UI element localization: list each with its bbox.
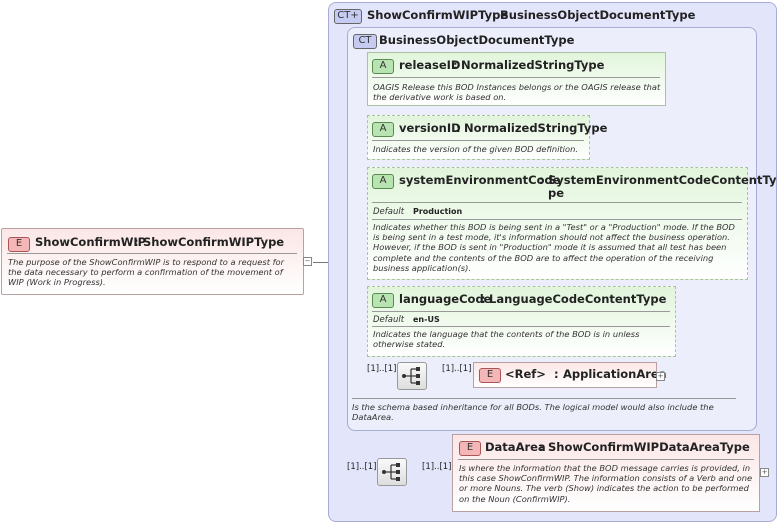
attribute-type: LanguageCodeContentType [489,292,667,306]
attribute-description: Indicates whether this BOD is being sent… [373,222,735,273]
complex-type-badge: CT [353,34,377,49]
attribute-name: releaseID [399,58,461,72]
default-value: Production [413,207,463,216]
attribute-name: systemEnvironmentCode [399,173,561,187]
attribute-divider [372,202,742,203]
element-badge: E [479,368,501,383]
attribute-type-line2: pe [548,186,565,200]
root-element-name: ShowConfirmWIP [35,235,147,249]
sequence-occurrence: [1]..[1] [367,364,397,374]
attribute-sep: : [481,292,486,306]
attribute-name: versionID [399,121,461,135]
root-element-box[interactable]: E ShowConfirmWIP : ShowConfirmWIPType Th… [1,228,304,295]
element-name: ApplicationArea [563,367,667,381]
complex-type-badge-text: CT [337,10,351,21]
outer-type-sep: : [492,8,497,22]
outer-type-base: BusinessObjectDocumentType [500,8,696,22]
element-type: ShowConfirmWIPDataAreaType [548,440,750,454]
attribute-sep: : [539,173,544,187]
attribute-divider [372,140,584,141]
attribute-divider-2 [372,326,670,327]
attribute-badge: A [372,293,394,308]
attribute-box-systemEnvironmentCode[interactable]: A systemEnvironmentCode : SystemEnvironm… [367,167,776,280]
element-badge: E [459,441,481,456]
element-sep: : [539,440,544,454]
attribute-sep: : [453,58,458,72]
attribute-sep: : [456,121,461,135]
attribute-type-line1: SystemEnvironmentCodeContentTy [548,173,777,187]
element-badge: E [8,237,30,252]
attribute-type: NormalizedStringType [464,121,608,135]
inner-type-name: BusinessObjectDocumentType [379,33,575,47]
default-label: Default [373,315,405,325]
element-occurrence: [1]..[1] [442,364,472,374]
attribute-type: NormalizedStringType [461,58,605,72]
attribute-description: Indicates the language that the contents… [373,329,640,350]
attribute-divider [372,77,660,78]
expand-icon[interactable]: + [760,468,769,477]
element-description: Is where the information that the BOD me… [459,463,753,504]
attribute-divider [372,311,670,312]
element-occurrence: [1]..[1] [422,462,452,472]
default-value: en-US [413,315,440,324]
element-sep: : [554,367,559,381]
sequence-icon [382,463,400,481]
inner-type-divider [352,398,736,399]
expand-icon[interactable]: + [656,372,665,381]
element-divider [458,459,754,460]
root-element-sep: : [134,235,139,249]
attribute-badge: A [372,174,394,189]
sequence-compositor-box[interactable] [377,458,407,486]
attribute-description: OAGIS Release this BOD Instances belongs… [373,82,661,103]
attribute-badge: A [372,122,394,137]
root-element-type: ShowConfirmWIPType [143,235,285,249]
attribute-box-versionID[interactable]: A versionID : NormalizedStringType Indic… [367,115,607,160]
outer-type-name: ShowConfirmWIPType [367,8,509,22]
attribute-description: Indicates the version of the given BOD d… [373,144,578,154]
root-element-description: The purpose of the ShowConfirmWIP is to … [8,257,284,288]
sequence-icon [402,367,420,385]
attribute-box-releaseID[interactable]: A releaseID : NormalizedStringType OAGIS… [367,52,666,106]
sequence-compositor-box[interactable] [397,362,427,390]
attribute-box-languageCode[interactable]: A languageCode : LanguageCodeContentType… [367,286,676,357]
connector-root-h [313,262,328,263]
collapse-icon[interactable]: − [303,257,312,266]
default-label: Default [373,207,405,217]
attribute-badge: A [372,59,394,74]
data-area-box[interactable]: E DataArea : ShowConfirmWIPDataAreaType … [452,434,760,512]
plus-icon: + [350,10,359,21]
application-area-box[interactable]: E <Ref> : ApplicationArea [473,362,666,388]
root-divider [7,253,297,254]
element-name: DataArea [485,440,546,454]
attribute-divider-2 [372,219,742,220]
attribute-name: languageCode [399,292,492,306]
inner-type-description: Is the schema based inheritance for all … [352,402,714,423]
complex-type-badge: CT+ [334,9,362,24]
element-ref: <Ref> [505,367,546,381]
sequence-occurrence: [1]..[1] [347,462,377,472]
